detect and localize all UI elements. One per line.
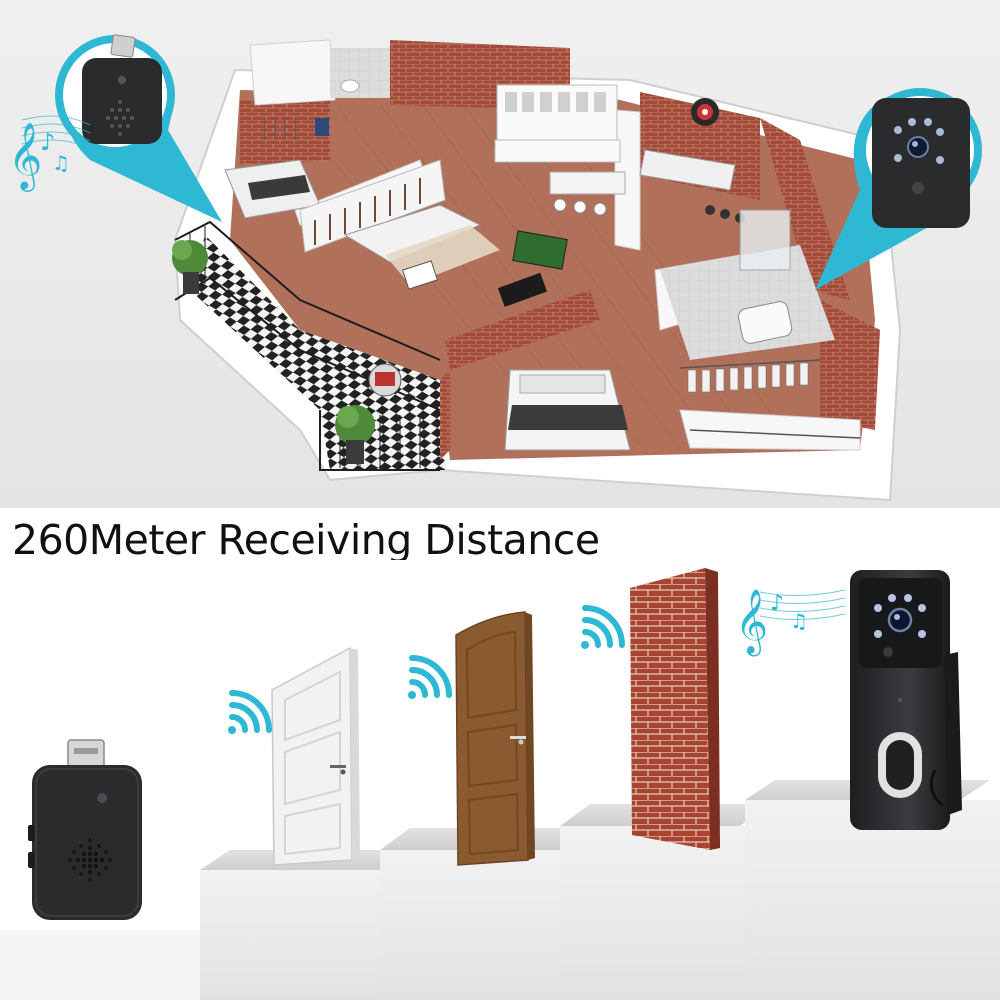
music-note-icon: 𝄞 ♪ ♫ <box>8 115 91 192</box>
svg-text:𝄞: 𝄞 <box>8 121 42 192</box>
svg-text:♫: ♫ <box>790 609 808 633</box>
camera-callout <box>815 88 982 290</box>
floor-plan-scene: 𝄞 ♪ ♫ <box>0 0 1000 508</box>
receiver-callout <box>55 34 222 222</box>
brick-wall <box>630 568 720 850</box>
brown-door <box>455 611 535 866</box>
doorbell-camera <box>850 570 962 830</box>
wifi-signal-icon <box>228 605 625 734</box>
svg-text:𝄞: 𝄞 <box>735 589 768 656</box>
distance-scene: 𝄞 ♪ ♫ <box>0 560 1000 1000</box>
svg-text:♪: ♪ <box>40 128 55 156</box>
music-note-icon: 𝄞 ♪ ♫ <box>735 589 846 656</box>
white-door <box>271 646 360 866</box>
receiver-device <box>28 739 142 920</box>
svg-text:♫: ♫ <box>52 151 70 175</box>
headline: 260Meter Receiving Distance <box>12 516 600 564</box>
